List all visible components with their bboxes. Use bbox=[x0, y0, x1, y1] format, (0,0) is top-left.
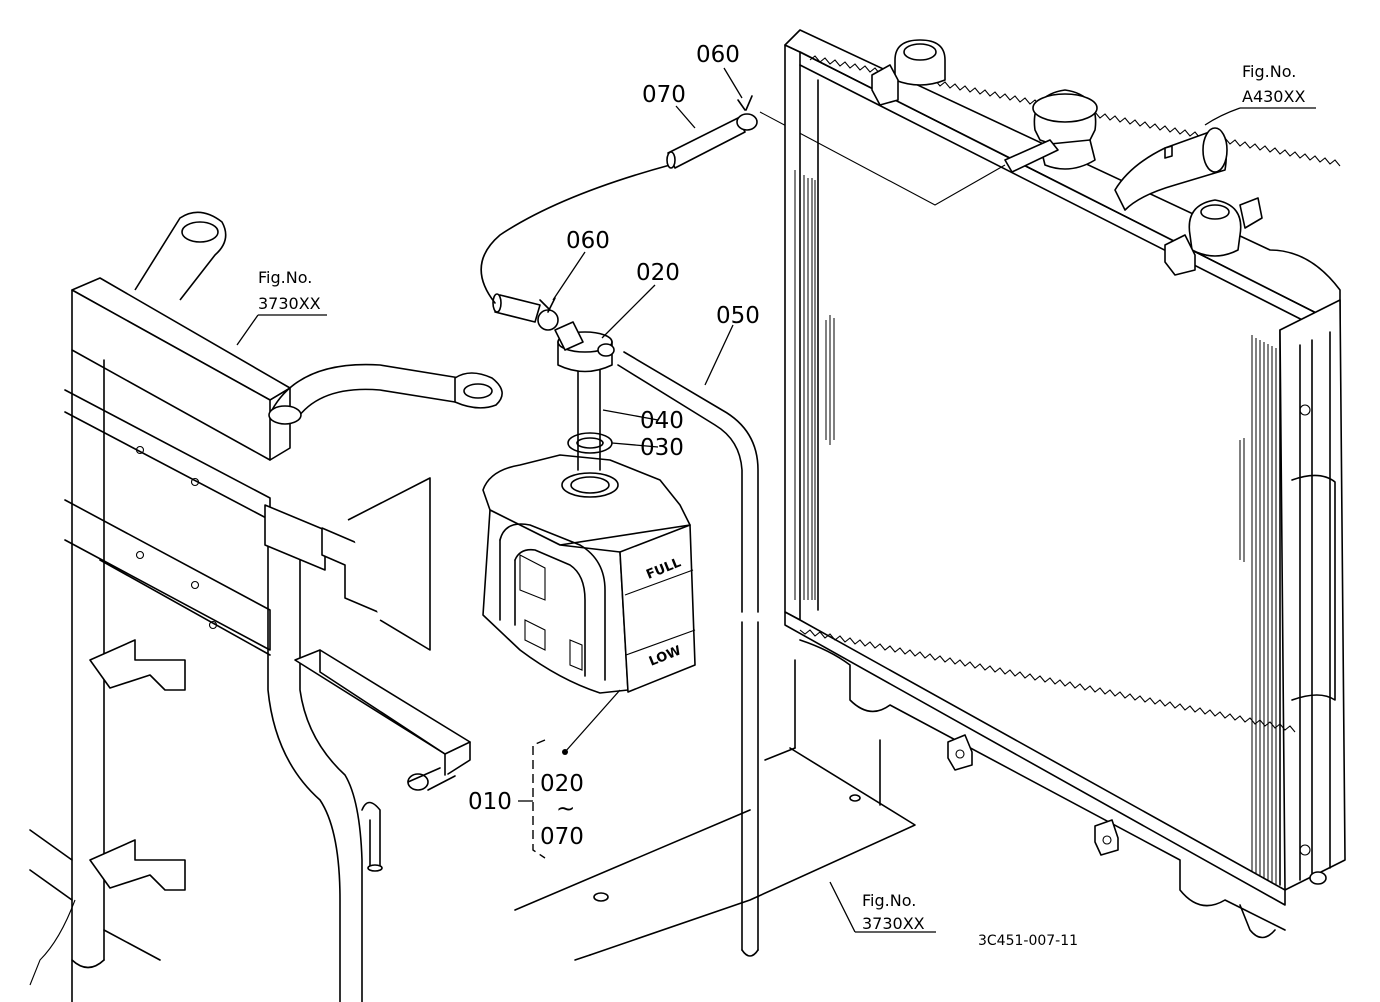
fig-ref-left-line2: 3730XX bbox=[258, 294, 321, 313]
figure-references: Fig.No. 3730XX Fig.No. A430XX Fig.No. 37… bbox=[258, 62, 1305, 949]
label-020: 020 bbox=[636, 260, 680, 286]
cap-and-hoses bbox=[480, 95, 1006, 957]
label-range-tilde: ~ bbox=[556, 796, 575, 822]
fig-ref-right-line2: A430XX bbox=[1242, 87, 1305, 106]
bottom-plate bbox=[514, 659, 916, 961]
label-070: 070 bbox=[642, 82, 686, 108]
label-050: 050 bbox=[716, 303, 760, 329]
label-030: 030 bbox=[640, 435, 684, 461]
label-060-top: 060 bbox=[696, 42, 740, 68]
radiator bbox=[784, 29, 1346, 939]
fig-ref-bottom-line2: 3730XX bbox=[862, 914, 925, 933]
drawing-code: 3C451-007-11 bbox=[978, 933, 1078, 949]
part-numbers: 060 070 060 020 050 040 030 010 020 ~ 07… bbox=[468, 42, 760, 850]
fig-ref-left-line1: Fig.No. bbox=[258, 268, 312, 287]
label-060-mid: 060 bbox=[566, 228, 610, 254]
label-010: 010 bbox=[468, 789, 512, 815]
reserve-tank: FULL LOW bbox=[482, 454, 696, 694]
fig-ref-right-line1: Fig.No. bbox=[1242, 62, 1296, 81]
frame-structure bbox=[29, 211, 503, 1002]
label-040: 040 bbox=[640, 408, 684, 434]
label-range-end: 070 bbox=[540, 824, 584, 850]
callout-leaders bbox=[236, 67, 1316, 933]
label-range-start: 020 bbox=[540, 771, 584, 797]
fig-ref-bottom-line1: Fig.No. bbox=[862, 891, 916, 910]
